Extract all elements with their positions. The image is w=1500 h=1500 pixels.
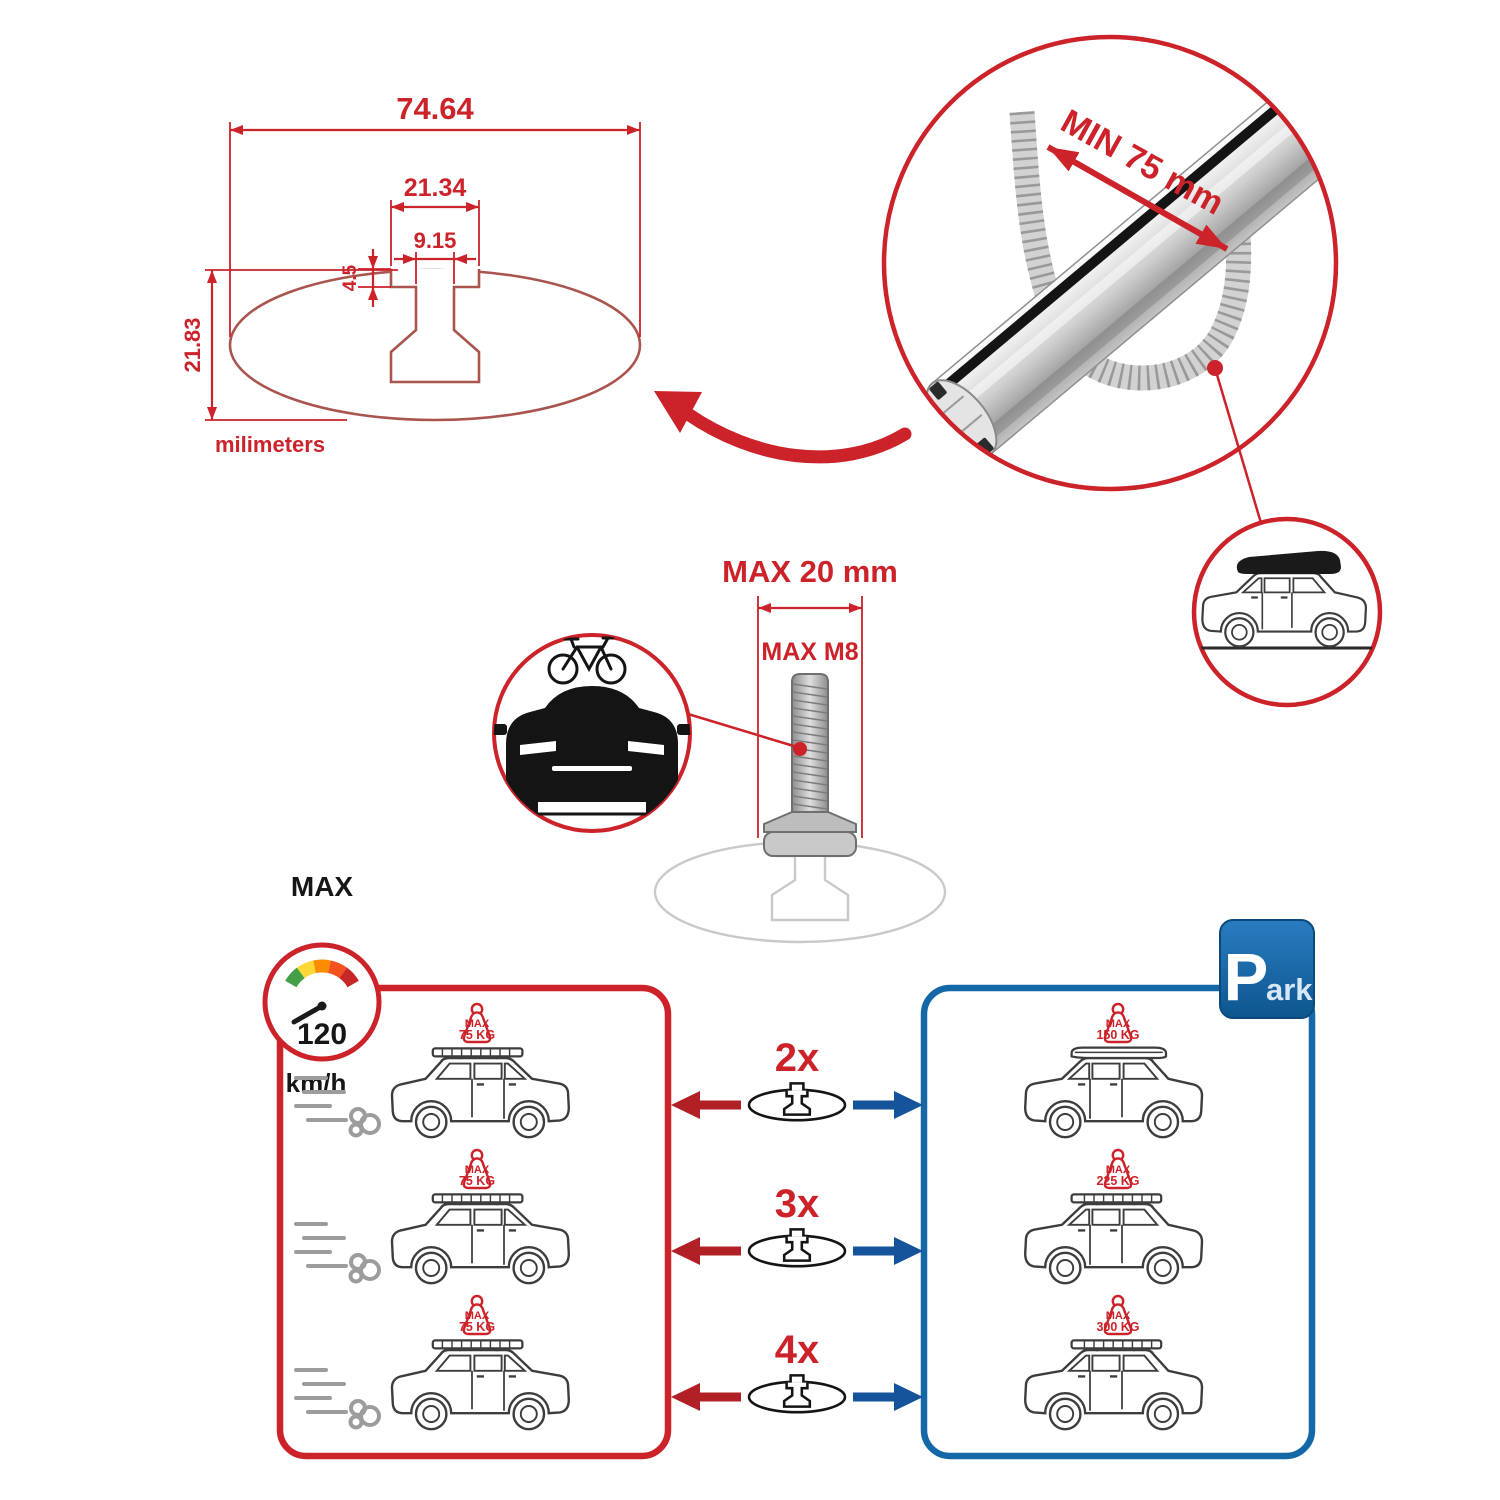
dim-inner-width-label: 9.15 xyxy=(414,228,457,253)
crossbar-count-row-1: 2x xyxy=(671,1036,923,1122)
tag-title: MAX xyxy=(465,1018,490,1030)
park-sign-rest: ark xyxy=(1266,972,1313,1007)
dim-total-width-label: 74.64 xyxy=(396,91,474,126)
profile-slot xyxy=(389,269,481,384)
park-sign-letter: P xyxy=(1224,940,1269,1015)
crossbar-count-row-3: 4x xyxy=(671,1328,923,1414)
driving-car-row-1: MAX 75 KG xyxy=(294,1002,570,1139)
gauge-title: MAX xyxy=(291,871,354,902)
bicycle-icon xyxy=(547,636,627,685)
tag-title: MAX xyxy=(465,1164,490,1176)
park-sign-square xyxy=(1219,919,1315,1019)
tag-weight: 75 KG xyxy=(459,1028,495,1042)
count-label: 4x xyxy=(775,1328,820,1372)
gauge-arc xyxy=(285,959,359,988)
tag-weight: 300 KG xyxy=(1096,1320,1139,1334)
left-arrow-head xyxy=(671,1383,700,1411)
left-arrow-head xyxy=(671,1237,700,1265)
t-bolt-icon xyxy=(763,673,857,857)
dim-slot-width-label: 21.34 xyxy=(404,174,467,202)
bolt-max-width-label: MAX 20 mm xyxy=(722,554,898,589)
bolt-callout-dot xyxy=(793,742,807,756)
right-arrow-head xyxy=(894,1383,923,1411)
gauge-needle xyxy=(291,1003,325,1025)
gauge-value: 120 xyxy=(297,1018,347,1051)
crossbar-profile-icon xyxy=(747,1082,847,1122)
roof-box-icon xyxy=(1070,1046,1168,1060)
roof-box-icon xyxy=(1236,550,1341,574)
pointer-arrow xyxy=(654,391,912,464)
min-span-arrow xyxy=(1046,144,1229,252)
car-roofbox-circle xyxy=(1191,516,1383,708)
tag-title: MAX xyxy=(1106,1018,1131,1030)
count-label: 2x xyxy=(775,1036,820,1080)
parked-car-row-3: MAX 300 KG xyxy=(1023,1294,1204,1431)
tag-title: MAX xyxy=(1106,1164,1131,1176)
speed-gauge: MAX 120 km/h xyxy=(262,871,382,1098)
parked-car-row-2: MAX 225 KG xyxy=(1023,1148,1204,1285)
tag-weight: 75 KG xyxy=(459,1320,495,1334)
bolt-max-thread-label: MAX M8 xyxy=(761,638,858,666)
bolt-callout-line xyxy=(687,712,798,749)
park-sign: P ark xyxy=(1219,919,1315,1019)
dim-lip-depth-label: 4.5 xyxy=(340,264,361,291)
parked-car-row-1: MAX 150 KG xyxy=(1023,1002,1204,1139)
count-label: 3x xyxy=(775,1182,820,1226)
detail-circle-outline xyxy=(881,34,1339,492)
tag-title: MAX xyxy=(1106,1310,1131,1322)
bolt-extension-lines xyxy=(757,596,863,838)
left-arrow-head xyxy=(671,1091,700,1119)
crossbar-count-row-2: 3x xyxy=(671,1182,923,1268)
dim-height-label: 21.83 xyxy=(180,317,205,372)
driving-car-row-2: MAX 75 KG xyxy=(294,1148,570,1285)
right-arrow-head xyxy=(894,1237,923,1265)
crossbar-profile-icon xyxy=(747,1374,847,1414)
bolt-spec-diagram: MAX 20 mm MAX M8 xyxy=(653,554,947,944)
tag-weight: 150 KG xyxy=(1096,1028,1139,1042)
crossbar-detail-circle: MIN 75 mm xyxy=(881,34,1339,524)
cross-section-diagram: 74.64 21.34 9.15 4.5 21.83 milimeters xyxy=(180,91,642,457)
car-front-icon xyxy=(494,686,690,813)
car-front-circle xyxy=(492,633,798,833)
crossbar-profile-icon xyxy=(747,1228,847,1268)
tag-title: MAX xyxy=(465,1310,490,1322)
tag-weight: 225 KG xyxy=(1096,1174,1139,1188)
driving-car-row-3: MAX 75 KG xyxy=(294,1294,570,1431)
right-arrow-head xyxy=(894,1091,923,1119)
tag-weight: 75 KG xyxy=(459,1174,495,1188)
unit-label: milimeters xyxy=(215,432,325,457)
measuring-strap-ribs xyxy=(1009,111,1252,391)
callout-line xyxy=(1213,367,1263,524)
